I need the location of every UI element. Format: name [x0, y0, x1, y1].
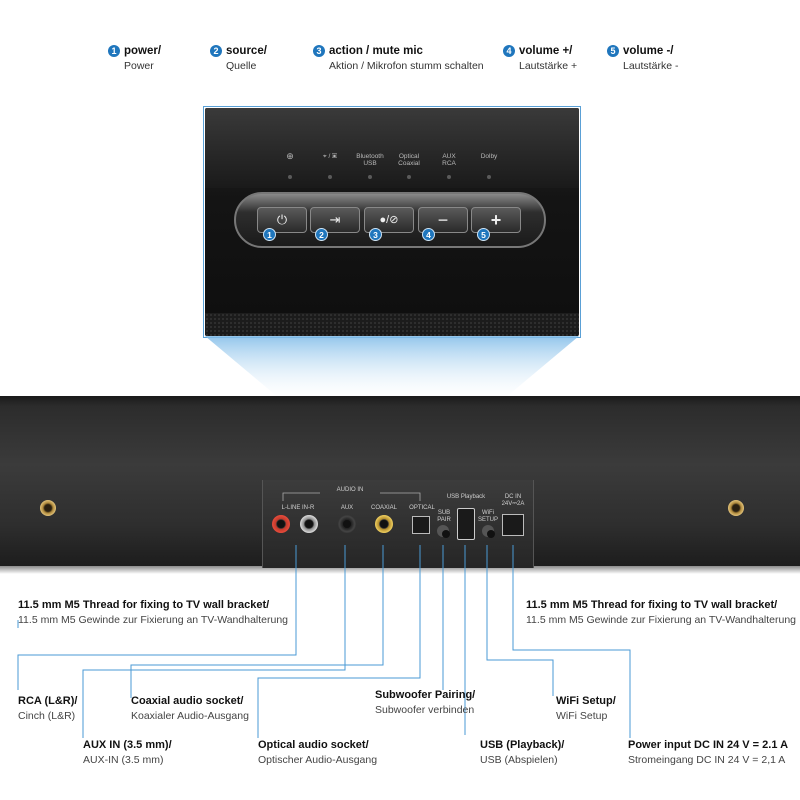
caption-de: Stromeingang DC IN 24 V = 2,1 A [628, 754, 786, 766]
audio-in-label: AUDIO IN [336, 487, 364, 493]
thread-right-caption: 11.5 mm M5 Thread for fixing to TV wall … [526, 598, 796, 628]
wifi-caption: WiFi Setup/ WiFi Setup [556, 694, 616, 724]
legend-volume-down: 5 volume -/ Lautstärke - [607, 44, 678, 74]
legend-number: 2 [210, 45, 222, 57]
caption-en: 11.5 mm M5 Thread for fixing to TV wall … [18, 599, 270, 611]
rca-left-socket[interactable] [272, 515, 290, 533]
legend-label-en: volume -/ [623, 45, 674, 57]
legend-label-de: Lautstärke + [519, 60, 578, 72]
legend-number: 4 [503, 45, 515, 57]
caption-en: USB (Playback)/ [480, 739, 565, 751]
mount-thread-right-icon [728, 500, 744, 516]
dc-in-label: DC IN 24V⎓2A [501, 494, 525, 507]
legend-label-en: power/ [124, 45, 162, 57]
rca-caption: RCA (L&R)/ Cinch (L&R) [18, 694, 77, 724]
legend-label-de: Power [124, 60, 154, 72]
optical-label: OPTICAL [409, 505, 435, 511]
caption-en: WiFi Setup/ [556, 695, 616, 707]
indicator-wifi-icon: ⊕ [286, 151, 294, 161]
optical-socket[interactable] [412, 516, 430, 534]
indicator-led-network [328, 175, 332, 179]
legend-label-en: source/ [226, 45, 267, 57]
optical-caption: Optical audio socket/ Optischer Audio-Au… [258, 738, 377, 768]
usb-socket[interactable] [457, 508, 475, 540]
caption-en: Optical audio socket/ [258, 739, 369, 751]
caption-de: WiFi Setup [556, 710, 608, 722]
indicator-optical-coaxial-label: Optical Coaxial [398, 153, 420, 167]
caption-en: Coaxial audio socket/ [131, 695, 244, 707]
caption-de: 11.5 mm M5 Gewinde zur Fixierung an TV-W… [526, 614, 797, 626]
indicator-led-dolby [487, 175, 491, 179]
legend-label-de: Quelle [226, 60, 257, 72]
coaxial-socket[interactable] [375, 515, 393, 533]
source-button[interactable]: ⇥ [310, 207, 360, 233]
indicator-led-bluetooth [368, 175, 372, 179]
aux-socket[interactable] [338, 515, 356, 533]
caption-de: Koaxialer Audio-Ausgang [131, 710, 249, 722]
caption-en: AUX IN (3.5 mm)/ [83, 739, 172, 751]
coaxial-caption: Coaxial audio socket/ Koaxialer Audio-Au… [131, 694, 249, 724]
legend-number: 1 [108, 45, 120, 57]
caption-de: AUX-IN (3.5 mm) [83, 754, 164, 766]
button-number-badge: 5 [477, 228, 490, 241]
legend-source: 2 source/ Quelle [210, 44, 267, 74]
indicator-dolby-label: Dolby [480, 153, 498, 160]
legend-power: 1 power/ Power [108, 44, 161, 74]
aux-caption: AUX IN (3.5 mm)/ AUX-IN (3.5 mm) [83, 738, 172, 768]
button-number-badge: 3 [369, 228, 382, 241]
caption-en: Subwoofer Pairing/ [375, 689, 476, 701]
legend-label-en: action / mute mic [329, 45, 423, 57]
indicator-led-optical [407, 175, 411, 179]
usb-playback-label: USB Playback [446, 494, 486, 500]
coaxial-label: COAXIAL [370, 505, 397, 511]
aux-label: AUX [340, 505, 354, 511]
indicator-aux-rca-label: AUX RCA [442, 153, 456, 167]
thread-left-caption: 11.5 mm M5 Thread for fixing to TV wall … [18, 598, 288, 628]
caption-de: Subwoofer verbinden [375, 704, 475, 716]
caption-en: RCA (L&R)/ [18, 695, 78, 707]
zoom-beam [205, 336, 579, 398]
indicator-led-aux [447, 175, 451, 179]
legend-number: 3 [313, 45, 325, 57]
legend-number: 5 [607, 45, 619, 57]
caption-de: Optischer Audio-Ausgang [258, 754, 378, 766]
legend-volume-up: 4 volume +/ Lautstärke + [503, 44, 577, 74]
button-number-badge: 4 [422, 228, 435, 241]
legend-label-de: Aktion / Mikrofon stumm schalten [329, 60, 484, 72]
sub-pair-label: SUB PAIR [437, 510, 451, 523]
legend-action: 3 action / mute mic Aktion / Mikrofon st… [313, 44, 484, 74]
sub-caption: Subwoofer Pairing/ Subwoofer verbinden [375, 688, 475, 718]
usb-caption: USB (Playback)/ USB (Abspielen) [480, 738, 564, 768]
button-number-badge: 2 [315, 228, 328, 241]
rca-right-socket[interactable] [300, 515, 318, 533]
power-caption: Power input DC IN 24 V = 2.1 A Stromeing… [628, 738, 788, 768]
speaker-grille [205, 313, 579, 336]
caption-de: Cinch (L&R) [18, 710, 76, 722]
mount-thread-left-icon [40, 500, 56, 516]
caption-en: Power input DC IN 24 V = 2.1 A [628, 739, 789, 751]
legend-label-de: Lautstärke - [623, 60, 679, 72]
indicator-bluetooth-usb-label: Bluetooth USB [356, 153, 384, 167]
sub-pair-button[interactable] [437, 525, 450, 538]
wifi-setup-label: WiFi SETUP [477, 510, 498, 523]
wifi-setup-button[interactable] [482, 525, 495, 538]
top-surface [205, 108, 579, 188]
indicator-network-label: ⌖ / ▣ [322, 153, 338, 160]
button-number-badge: 1 [263, 228, 276, 241]
line-in-label: L-LINE IN-R [281, 505, 315, 511]
legend-label-en: volume +/ [519, 45, 573, 57]
caption-de: 11.5 mm M5 Gewinde zur Fixierung an TV-W… [18, 614, 289, 626]
indicator-led-wifi [288, 175, 292, 179]
dc-in-socket[interactable] [502, 514, 524, 536]
caption-en: 11.5 mm M5 Thread for fixing to TV wall … [526, 599, 778, 611]
caption-de: USB (Abspielen) [480, 754, 558, 766]
